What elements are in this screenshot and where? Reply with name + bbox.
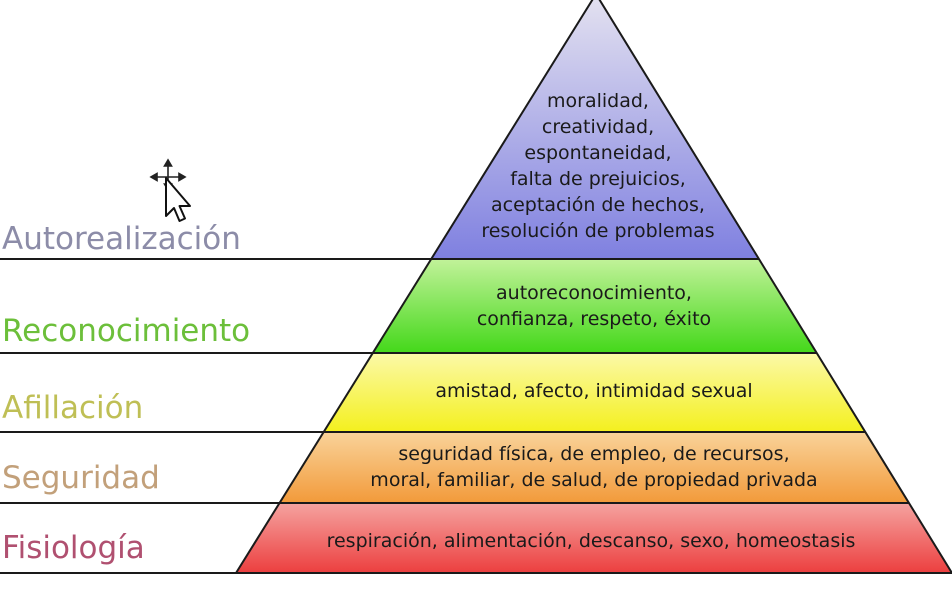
tier-text-autorealizacion: moralidad, creatividad, espontaneidad, falt… [481, 88, 714, 244]
tier-text-seguridad: seguridad física, de empleo, de recursos… [370, 441, 817, 493]
pyramid-outline [235, 0, 952, 574]
tier-text-line: autoreconocimiento, [496, 282, 692, 304]
tier-text-line: respiración, alimentación, descanso, sex… [326, 530, 856, 552]
tier-seguridad [279, 432, 909, 503]
tier-text-line: seguridad física, de empleo, de recursos… [398, 443, 790, 465]
tier-afiliacion [323, 353, 866, 432]
level-label-afiliacion: Afillación [2, 390, 144, 426]
move-cursor-icon [149, 158, 191, 222]
tier-text-line: falta de prejuicios, [510, 168, 686, 190]
tier-fisiologia [236, 503, 952, 573]
tier-text-line: aceptación de hechos, [491, 194, 705, 216]
tier-text-reconocimiento: autoreconocimiento, confianza, respeto, é… [477, 280, 711, 332]
tier-text-line: moralidad, [547, 90, 649, 112]
tier-text-line: resolución de problemas [481, 220, 715, 242]
tier-text-fisiologia: respiración, alimentación, descanso, sex… [327, 528, 856, 554]
level-label-fisiologia: Fisiología [2, 530, 145, 566]
tier-text-line: moral, familiar, de salud, de propiedad … [370, 469, 818, 491]
tier-text-line: amistad, afecto, intimidad sexual [435, 380, 753, 402]
level-label-reconocimiento: Reconocimiento [2, 313, 251, 349]
level-label-autorealizacion: Autorealización [2, 221, 241, 257]
tier-text-line: espontaneidad, [524, 142, 672, 164]
level-label-seguridad: Seguridad [2, 460, 160, 496]
tier-reconocimiento [372, 259, 817, 353]
tier-text-line: creatividad, [541, 116, 655, 138]
tier-autorealizacion [431, 0, 759, 259]
tier-text-line: confianza, respeto, éxito [476, 308, 712, 330]
tier-text-afiliacion: amistad, afecto, intimidad sexual [435, 378, 752, 404]
